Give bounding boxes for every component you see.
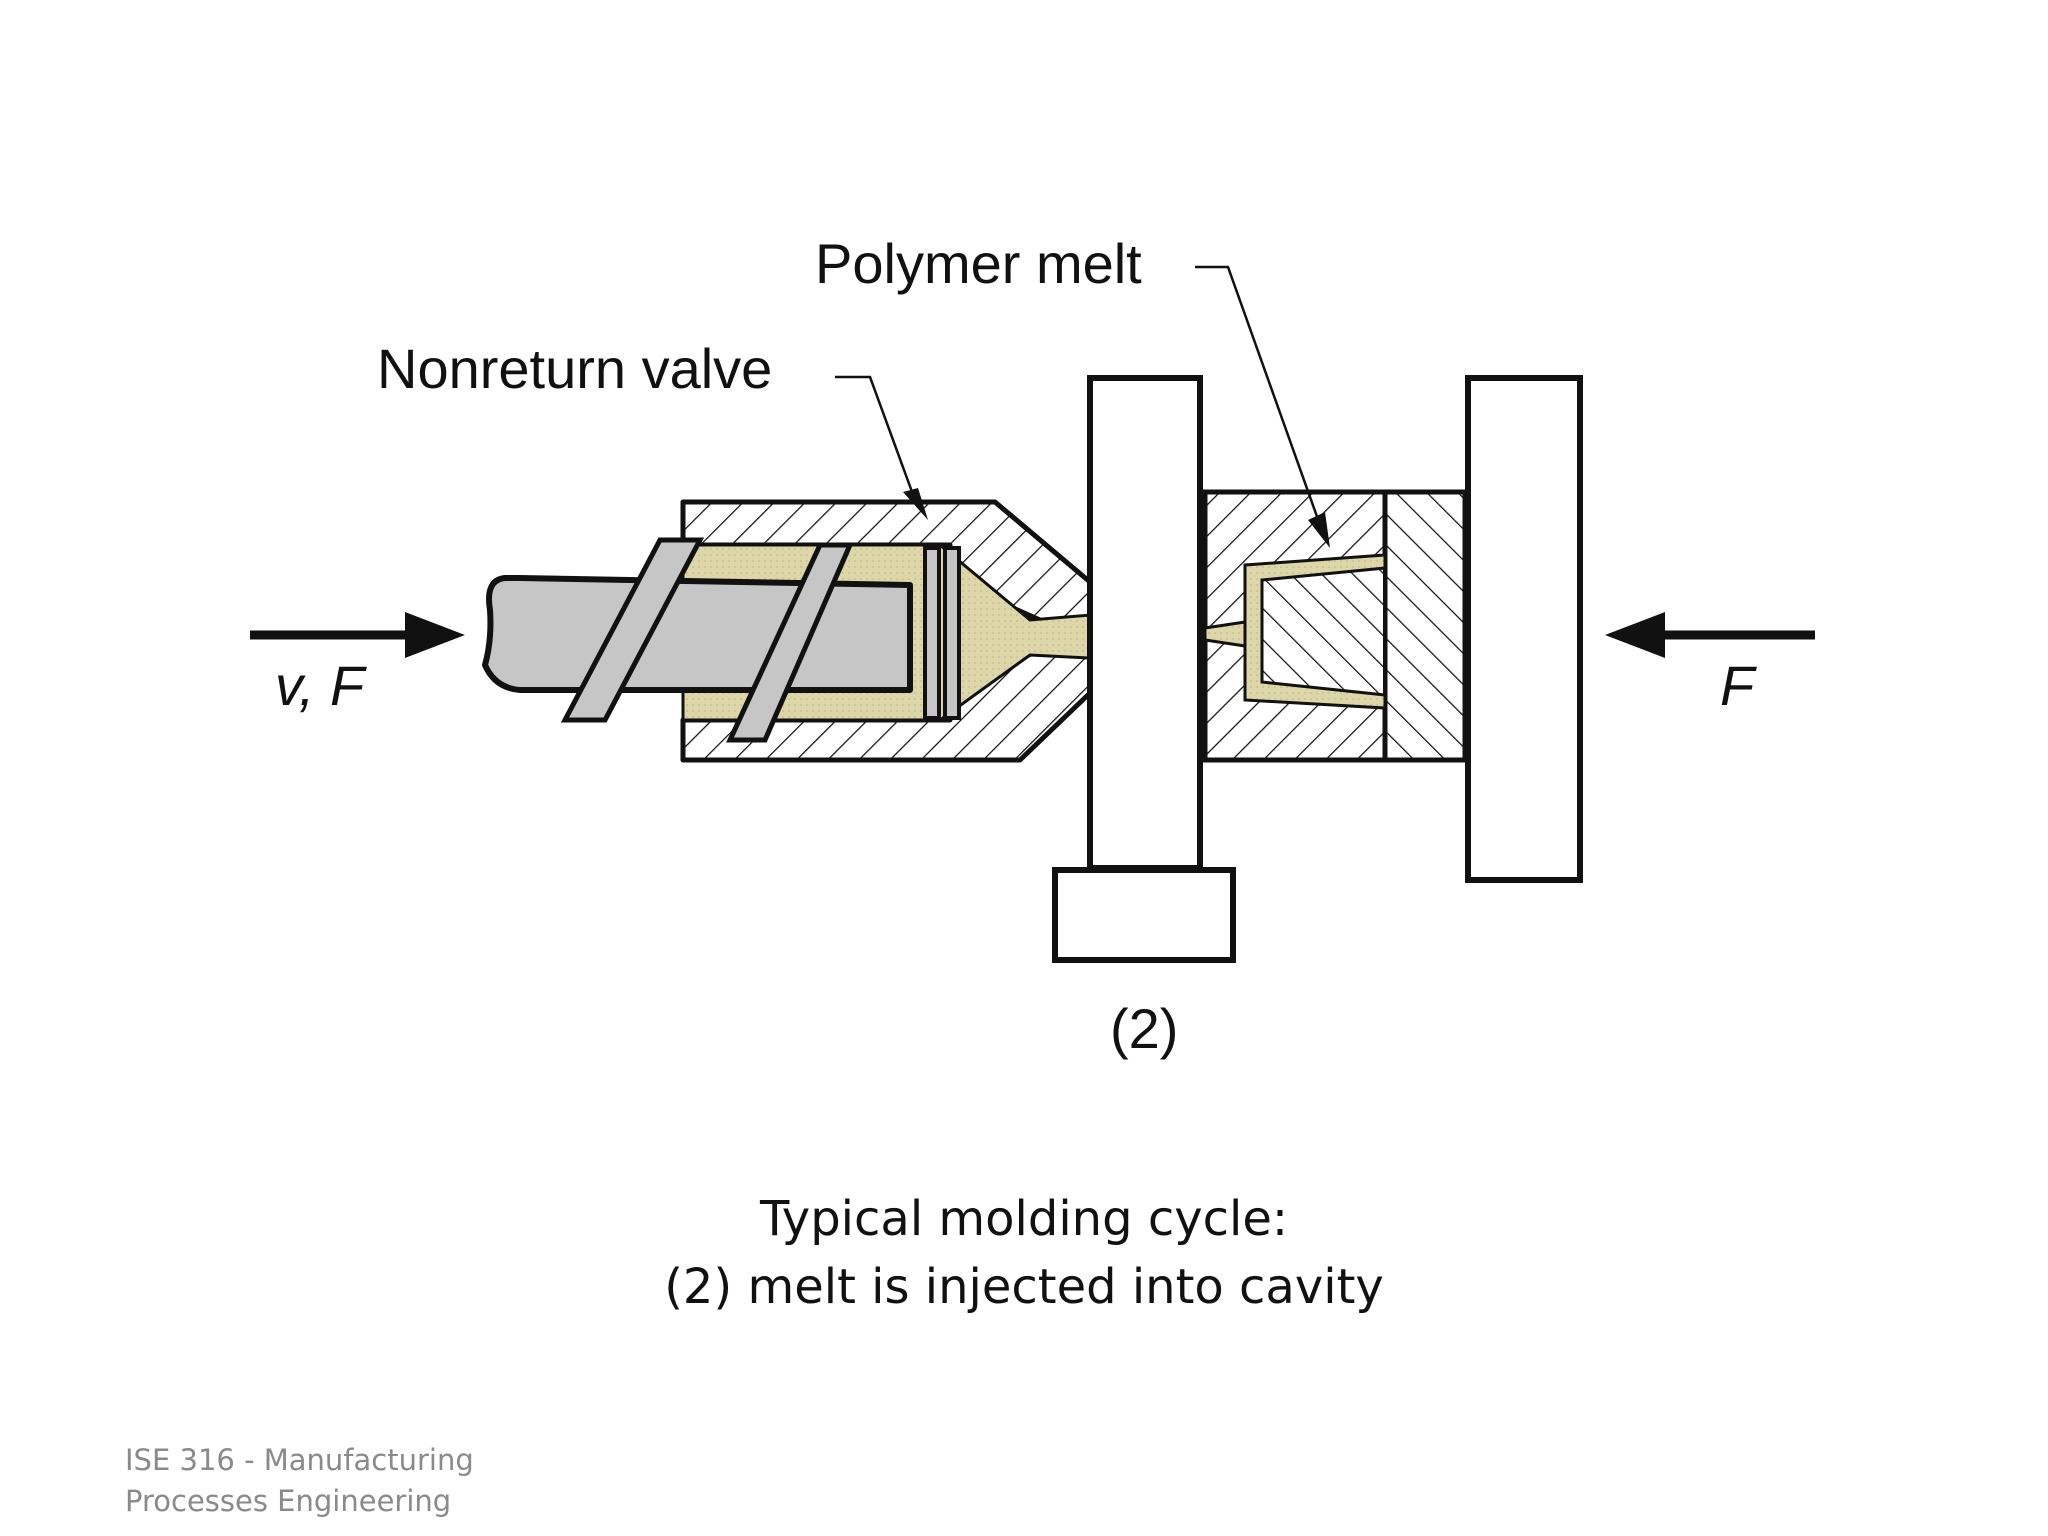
leader-lines bbox=[835, 265, 1330, 548]
footer-line-1: ISE 316 - Manufacturing bbox=[125, 1443, 474, 1477]
mold bbox=[1202, 489, 1468, 763]
right-force-label: F bbox=[1720, 654, 1757, 717]
stationary-platen bbox=[1052, 375, 1236, 963]
caption-line-1: Typical molding cycle: bbox=[759, 1191, 1289, 1247]
caption-line-2: (2) melt is injected into cavity bbox=[664, 1259, 1384, 1315]
moving-platen bbox=[1465, 375, 1583, 883]
slide-caption: Typical molding cycle: (2) melt is injec… bbox=[0, 1185, 2048, 1321]
left-force-label: v, F bbox=[275, 654, 367, 717]
step-label: (2) bbox=[1110, 997, 1178, 1060]
left-force-arrow bbox=[250, 612, 465, 658]
screw bbox=[482, 537, 961, 743]
nonreturn-valve-label: Nonreturn valve bbox=[377, 337, 772, 400]
slide-footer: ISE 316 - Manufacturing Processes Engine… bbox=[125, 1440, 474, 1522]
footer-line-2: Processes Engineering bbox=[125, 1484, 452, 1518]
right-force-arrow bbox=[1605, 612, 1815, 658]
polymer-melt-label: Polymer melt bbox=[815, 232, 1142, 295]
